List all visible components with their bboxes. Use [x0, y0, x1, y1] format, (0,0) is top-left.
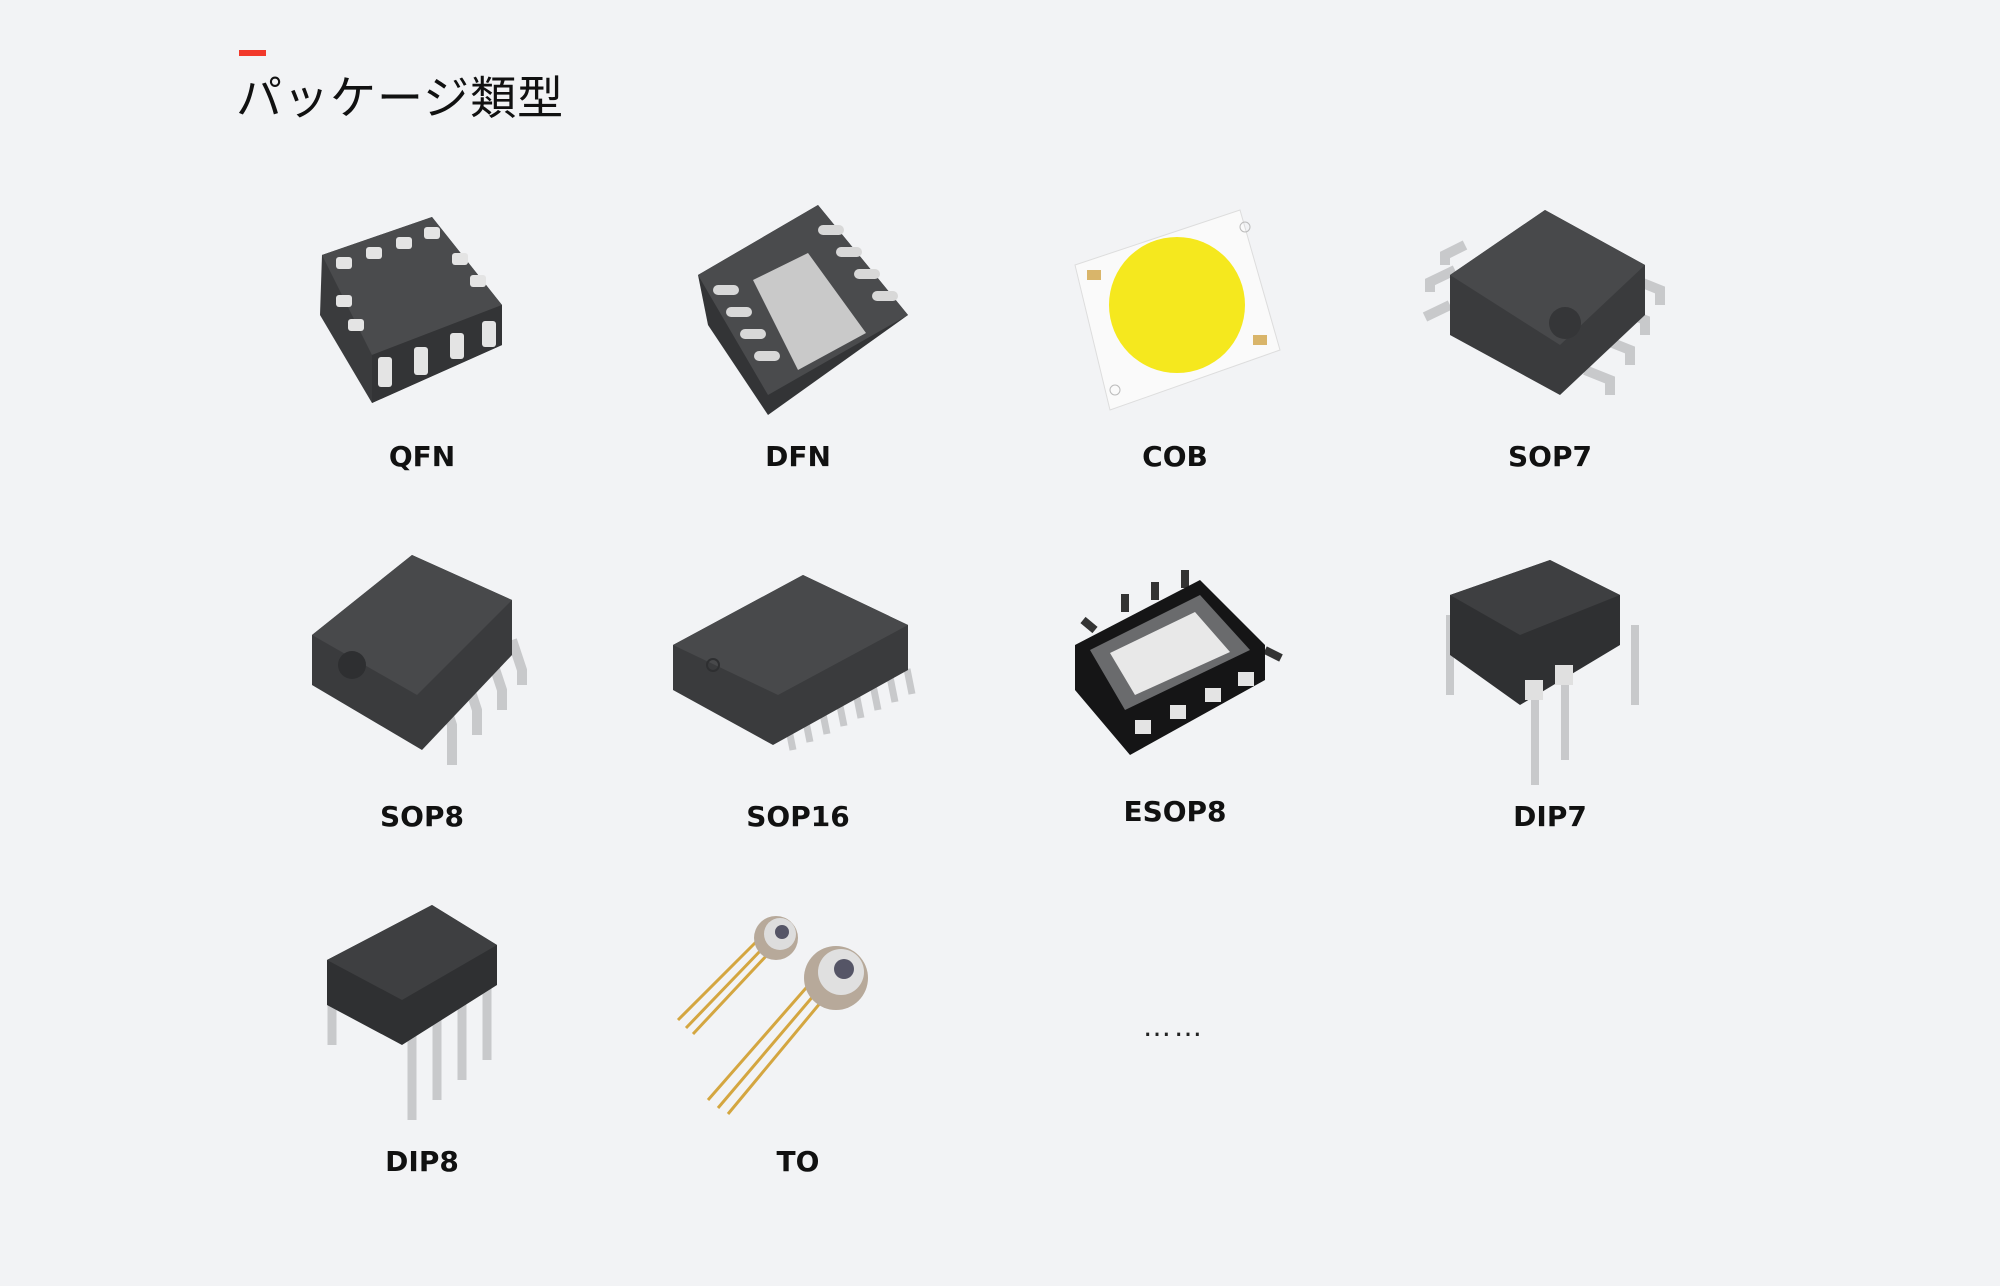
- sop7-chip-icon: [1422, 210, 1665, 395]
- package-item-esop8: ESOP8: [1015, 570, 1335, 828]
- package-label: QFN: [388, 440, 456, 473]
- package-label: DIP7: [1513, 800, 1587, 833]
- package-item-qfn: QFN: [262, 205, 582, 473]
- cob-led-icon: [1074, 209, 1281, 411]
- package-label: SOP8: [380, 800, 464, 833]
- package-item-dip8: DIP8: [262, 905, 582, 1178]
- page-title: パッケージ類型: [236, 71, 565, 125]
- package-label: SOP7: [1508, 440, 1592, 473]
- package-item-sop8: SOP8: [262, 555, 582, 833]
- package-item-dfn: DFN: [638, 205, 958, 473]
- dip7-chip-icon: [1446, 560, 1639, 785]
- title-accent-bar: [239, 50, 266, 56]
- package-label: SOP16: [746, 800, 850, 833]
- dip8-chip-icon: [327, 905, 497, 1120]
- package-label: TO: [776, 1145, 820, 1178]
- package-label: COB: [1142, 440, 1208, 473]
- package-item-sop7: SOP7: [1390, 205, 1710, 473]
- dfn-chip-icon: [698, 205, 908, 415]
- more-packages-ellipsis: ……: [1143, 1010, 1205, 1043]
- sop16-chip-icon: [673, 575, 916, 751]
- package-item-cob: COB: [1015, 205, 1335, 473]
- sop8-chip-icon: [312, 555, 527, 765]
- package-label: ESOP8: [1123, 795, 1227, 828]
- package-item-sop16: SOP16: [638, 565, 958, 833]
- qfn-chip-icon: [320, 217, 502, 403]
- package-label: DFN: [765, 440, 831, 473]
- package-label: DIP8: [385, 1145, 459, 1178]
- package-item-dip7: DIP7: [1390, 555, 1710, 833]
- package-item-to: TO: [638, 910, 958, 1178]
- to-can-icon: [676, 916, 868, 1115]
- esop8-chip-icon: [1075, 570, 1283, 755]
